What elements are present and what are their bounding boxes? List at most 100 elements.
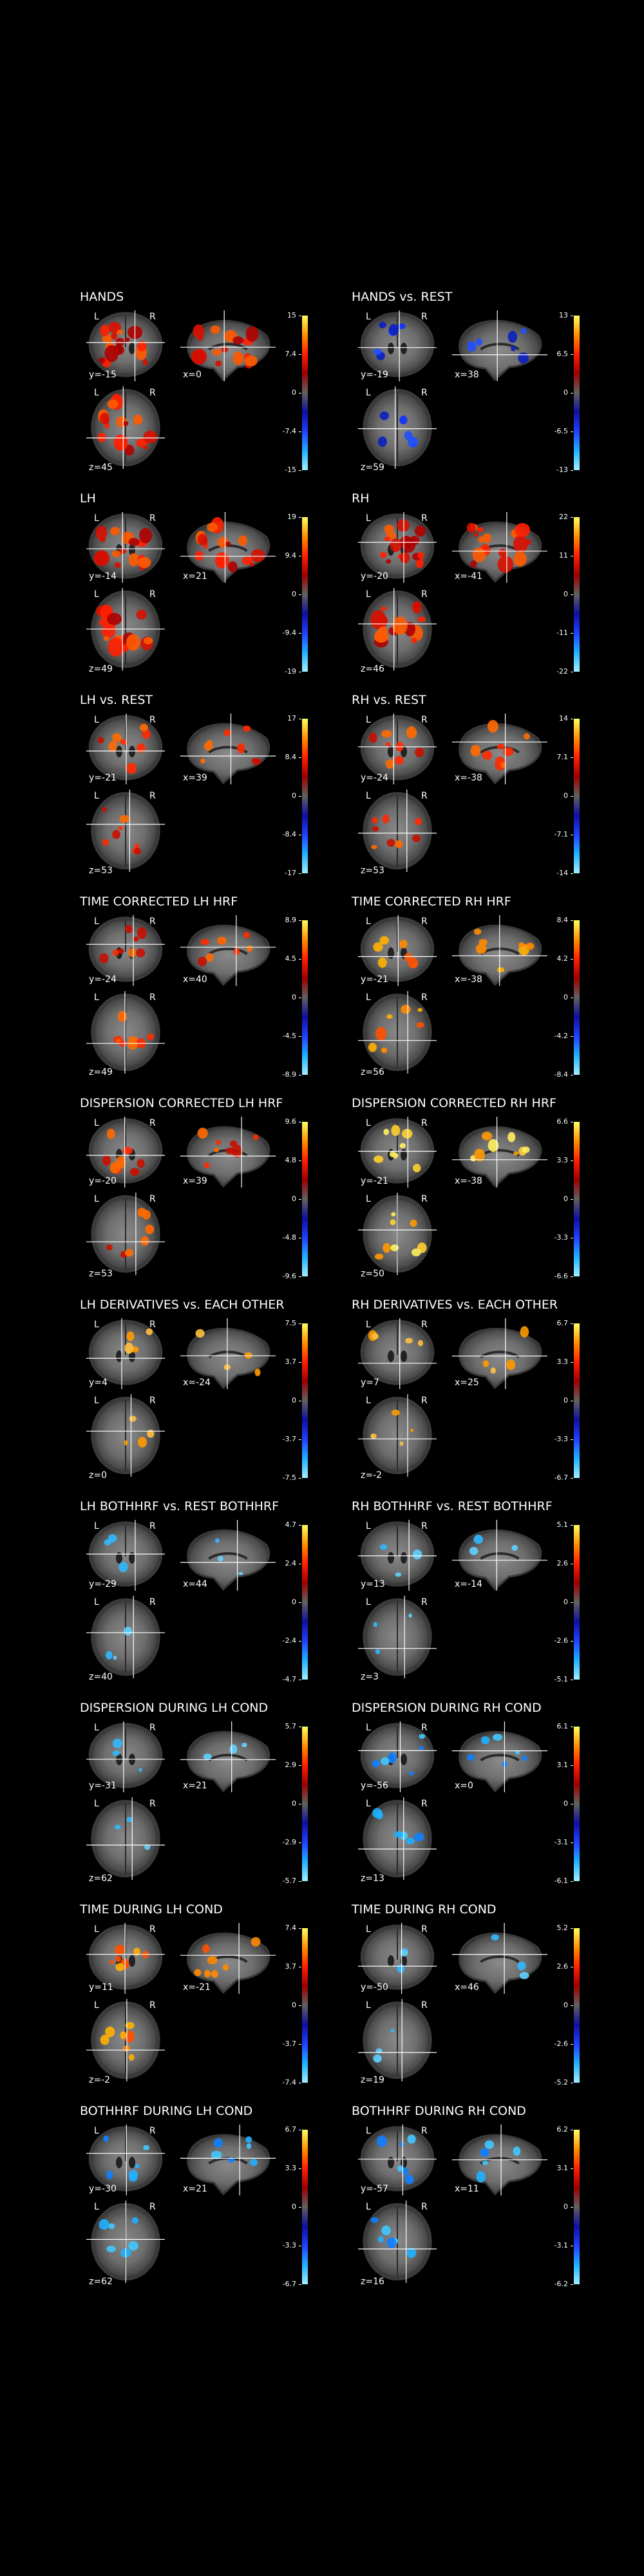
sagittal-coordinate-label: x=-38: [455, 1176, 482, 1186]
sagittal-slice: [180, 512, 276, 583]
colorbar-tick-mark: [571, 1641, 573, 1642]
orientation-left-label: L: [94, 2126, 99, 2136]
sagittal-coordinate-label: x=-41: [455, 571, 482, 582]
colorbar-tick-mark: [571, 1199, 573, 1200]
orientation-right-label: R: [149, 513, 156, 524]
colorbar: [302, 1122, 308, 1276]
colorbar-tick-label: -9.6: [282, 1272, 296, 1280]
colorbar-tick-mark: [571, 2168, 573, 2169]
axial-slice: [86, 991, 165, 1074]
orientation-right-label: R: [421, 2126, 428, 2136]
colorbar-tick-label: -9.4: [282, 629, 296, 637]
orientation-left-label: L: [366, 1320, 371, 1330]
panel-title: HANDS vs. REST: [352, 290, 453, 304]
colorbar-tick-label: -8.9: [282, 1070, 296, 1079]
orientation-left-label: L: [94, 1597, 99, 1607]
colorbar-tick-mark: [571, 633, 573, 634]
coronal-coordinate-label: y=-20: [89, 1176, 117, 1186]
colorbar-tick-mark: [299, 1842, 301, 1843]
orientation-right-label: R: [421, 2000, 428, 2011]
orientation-right-label: R: [421, 1194, 428, 1204]
colorbar-tick-mark: [299, 1199, 301, 1200]
orientation-right-label: R: [421, 1924, 428, 1935]
orientation-right-label: R: [421, 916, 428, 927]
colorbar-tick-label: 0: [292, 2202, 296, 2211]
orientation-right-label: R: [149, 916, 156, 927]
colorbar-tick-label: -8.4: [554, 1070, 568, 1079]
colorbar-tick-mark: [571, 1602, 573, 1603]
orientation-right-label: R: [421, 1723, 428, 1733]
coronal-slice: [358, 2125, 437, 2195]
panel-title: HANDS: [80, 290, 124, 304]
panel-title: TIME CORRECTED LH HRF: [80, 895, 238, 909]
colorbar-tick-mark: [299, 431, 301, 432]
colorbar-tick-mark: [299, 757, 301, 758]
axial-slice: [86, 1999, 165, 2081]
colorbar-tick-mark: [299, 1881, 301, 1882]
orientation-left-label: L: [94, 1396, 99, 1406]
colorbar-tick-mark: [571, 757, 573, 758]
coronal-coordinate-label: y=-29: [89, 1579, 117, 1589]
orientation-left-label: L: [94, 2202, 99, 2212]
sagittal-slice: [452, 1117, 547, 1188]
colorbar-tick-label: 3.7: [285, 1358, 297, 1366]
orientation-left-label: L: [94, 1521, 99, 1531]
panel-title: LH BOTHHRF vs. REST BOTHHRF: [80, 1499, 279, 1513]
orientation-right-label: R: [149, 1396, 156, 1406]
colorbar: [302, 920, 308, 1075]
colorbar-tick-mark: [571, 2005, 573, 2006]
orientation-right-label: R: [149, 1723, 156, 1733]
coronal-coordinate-label: y=-24: [361, 773, 388, 783]
colorbar-tick-label: -5.7: [282, 1877, 296, 1885]
coronal-slice: [86, 915, 165, 986]
colorbar: [574, 719, 580, 873]
orientation-left-label: L: [94, 589, 99, 600]
sagittal-coordinate-label: x=21: [183, 2184, 207, 2194]
panel-title: RH: [352, 491, 370, 506]
axial-coordinate-label: z=62: [89, 2277, 113, 2287]
colorbar-tick-label: 4.7: [285, 1520, 297, 1529]
colorbar-tick-mark: [571, 1478, 573, 1479]
colorbar-tick-label: 4.8: [285, 1156, 297, 1164]
axial-slice: [358, 991, 437, 1074]
axial-slice: [358, 1797, 437, 1880]
colorbar-tick-label: 3.1: [556, 1761, 569, 1769]
coronal-slice: [86, 1721, 165, 1792]
orientation-right-label: R: [149, 791, 156, 801]
sagittal-slice: [452, 1923, 547, 1994]
coronal-slice: [86, 1117, 165, 1188]
colorbar-tick-mark: [299, 594, 301, 595]
colorbar-tick-label: 0: [292, 1598, 296, 1606]
colorbar-tick-mark: [571, 796, 573, 797]
coronal-slice: [358, 915, 437, 986]
colorbar-tick-mark: [299, 1765, 301, 1766]
orientation-left-label: L: [94, 916, 99, 927]
colorbar-tick-label: -4.2: [554, 1032, 568, 1040]
colorbar-tick-label: -22: [556, 667, 568, 676]
colorbar-tick-label: 0: [292, 388, 296, 397]
coronal-coordinate-label: y=-57: [361, 2184, 388, 2194]
orientation-right-label: R: [421, 589, 428, 600]
coronal-coordinate-label: y=-50: [361, 1982, 388, 1993]
colorbar-tick-label: -6.1: [554, 1877, 568, 1885]
axial-slice: [86, 1193, 165, 1275]
colorbar-tick-mark: [299, 1323, 301, 1324]
axial-slice: [358, 386, 437, 469]
colorbar-tick-label: -7.1: [554, 830, 568, 838]
axial-slice: [86, 386, 165, 469]
orientation-right-label: R: [149, 1521, 156, 1531]
colorbar-tick-label: 0: [292, 1195, 296, 1203]
colorbar: [574, 920, 580, 1075]
colorbar-tick-mark: [571, 873, 573, 874]
colorbar-tick-mark: [299, 470, 301, 471]
orientation-left-label: L: [366, 589, 371, 600]
orientation-right-label: R: [149, 1194, 156, 1204]
colorbar-tick-label: -11: [556, 629, 568, 637]
axial-coordinate-label: z=53: [89, 866, 113, 876]
